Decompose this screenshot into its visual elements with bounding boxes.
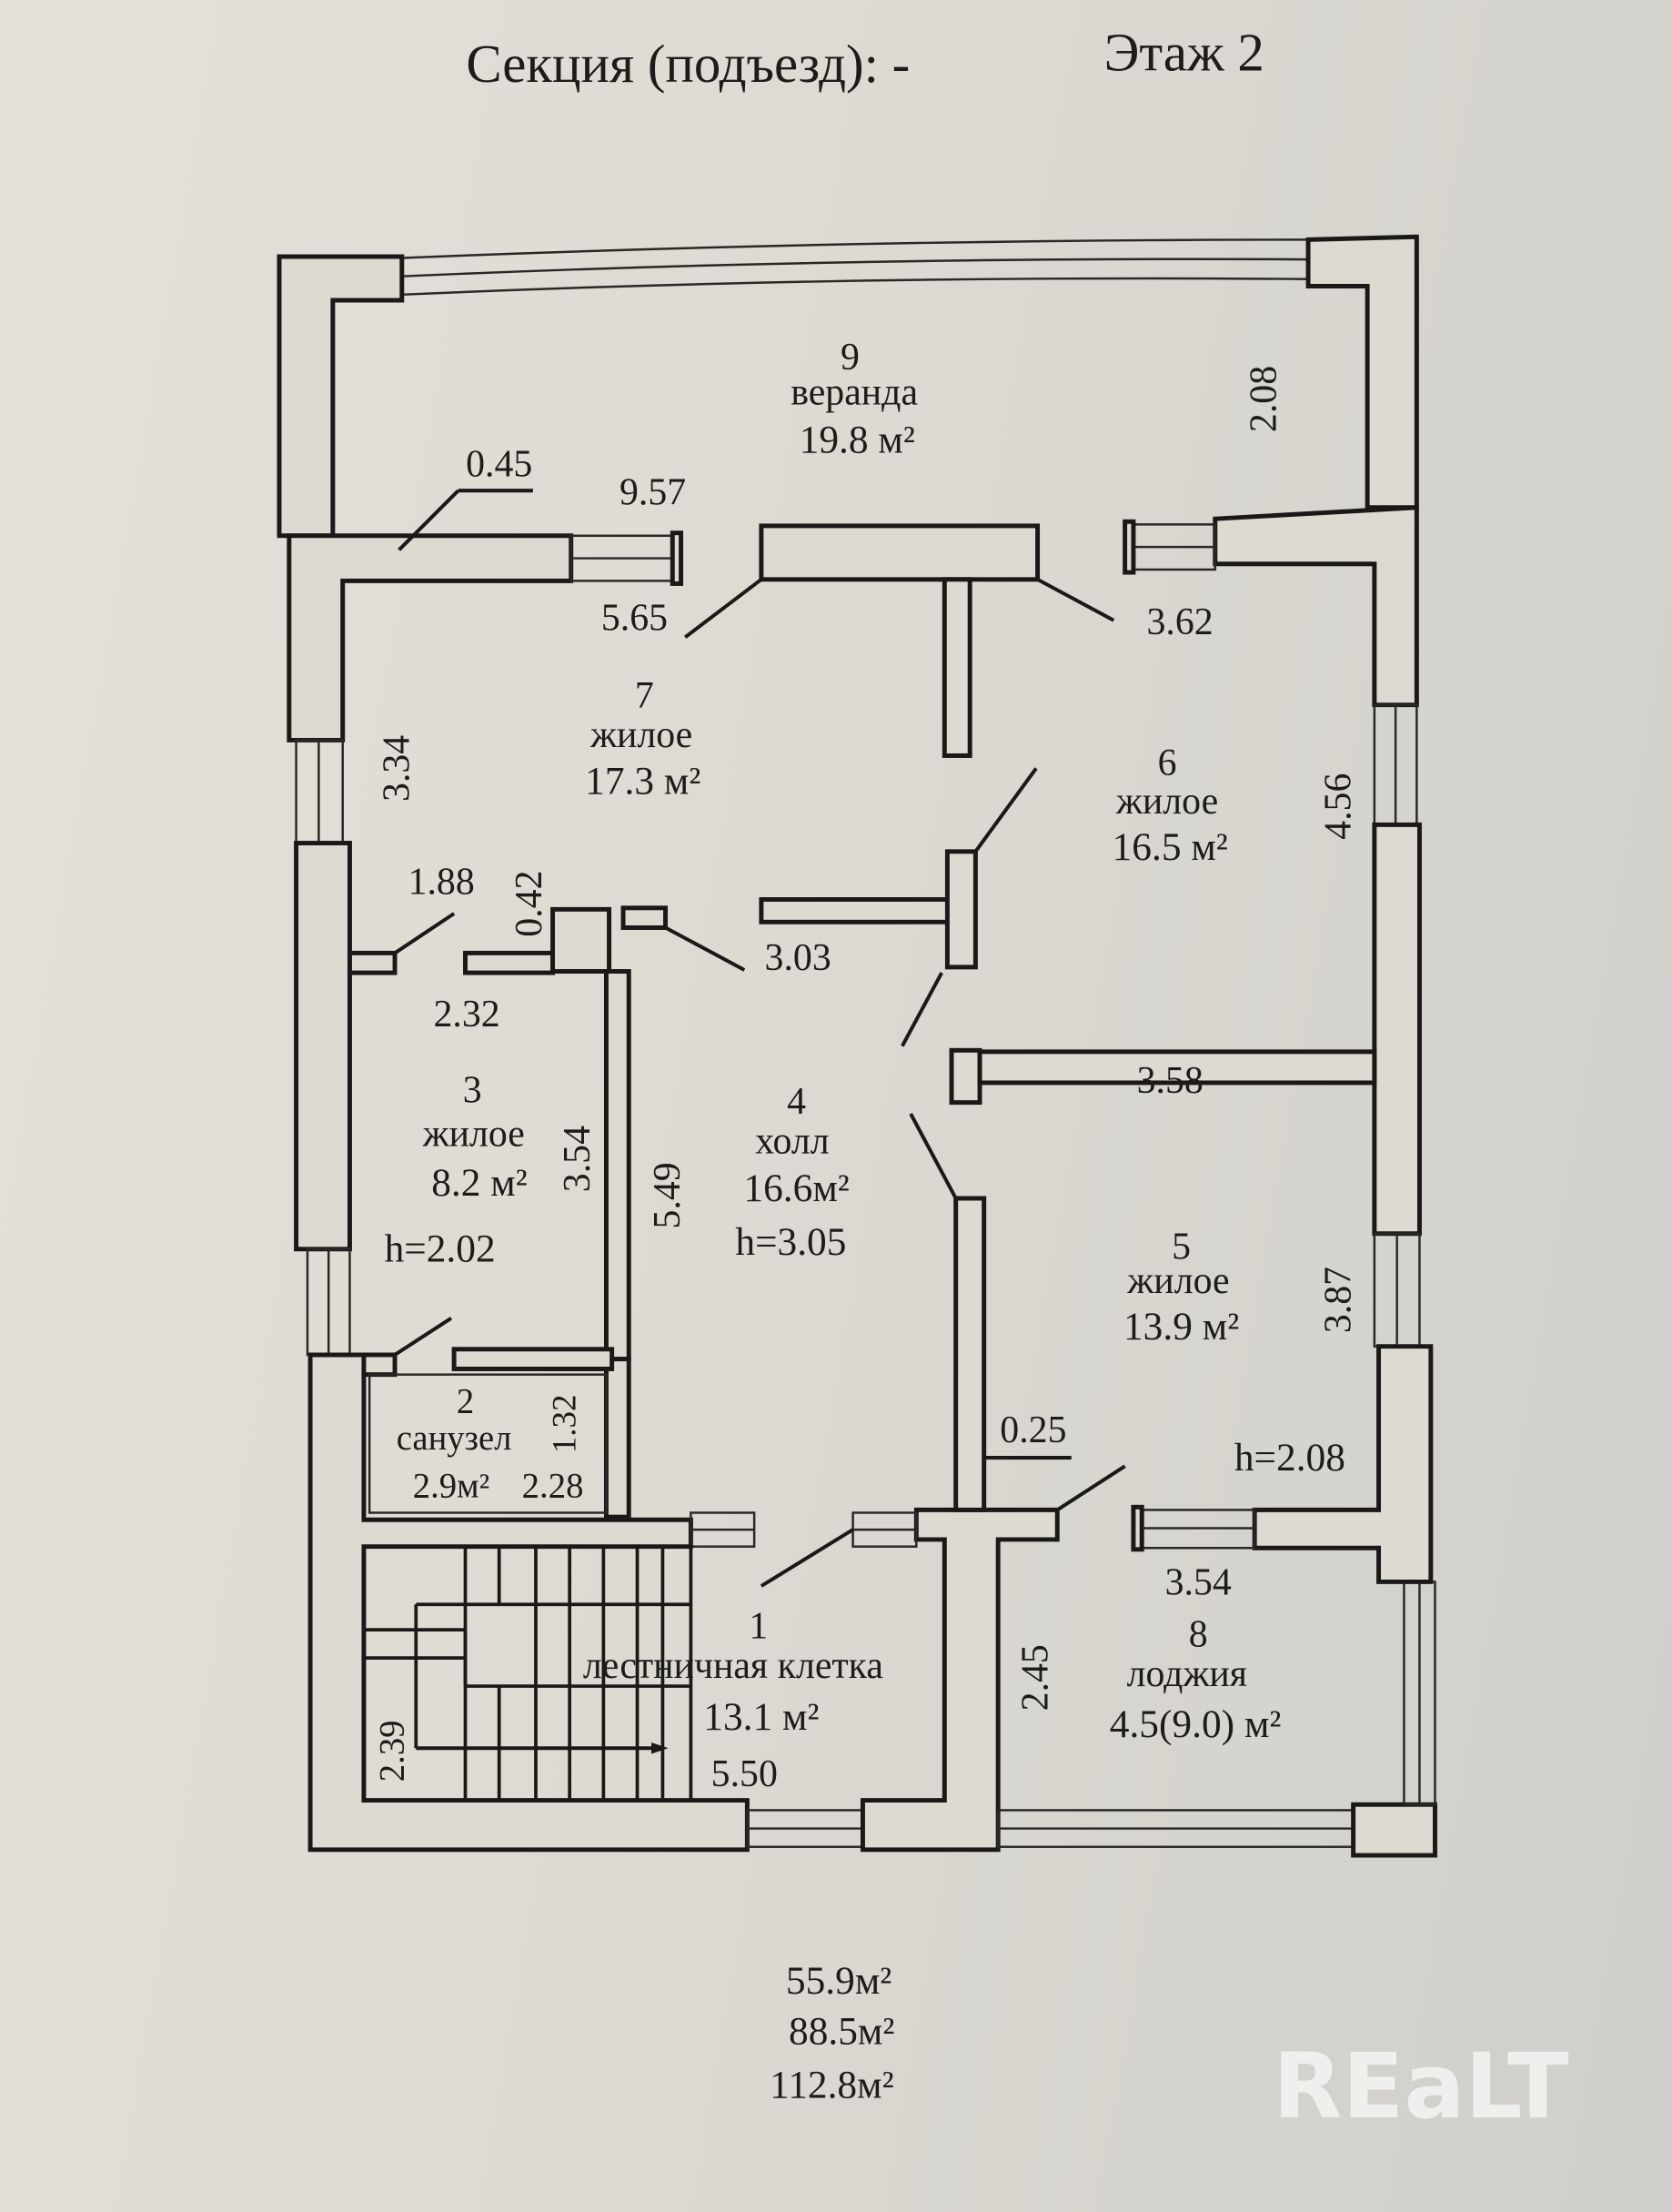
svg-text:1.32: 1.32	[546, 1394, 583, 1453]
svg-text:5.65: 5.65	[601, 598, 668, 640]
svg-text:жилое: жилое	[422, 1114, 525, 1156]
svg-text:2.28: 2.28	[522, 1466, 584, 1505]
svg-text:3.54: 3.54	[1165, 1561, 1232, 1603]
svg-text:4.5(9.0) м²: 4.5(9.0) м²	[1110, 1702, 1282, 1746]
svg-text:3.62: 3.62	[1146, 601, 1213, 643]
room-9-label: 9 веранда 19.8 м²	[791, 337, 918, 461]
svg-text:h=2.08: h=2.08	[1234, 1436, 1345, 1480]
svg-text:холл: холл	[755, 1120, 829, 1162]
svg-text:h=3.05: h=3.05	[735, 1220, 846, 1264]
svg-text:жилое: жилое	[1126, 1260, 1229, 1302]
svg-text:жилое: жилое	[589, 714, 692, 756]
svg-text:3.54: 3.54	[557, 1126, 599, 1192]
svg-text:17.3 м²: 17.3 м²	[585, 759, 700, 803]
svg-text:7: 7	[635, 675, 654, 717]
dimension-labels: 0.45 9.57 5.65 3.62 2.08 3.34 4.56 1.88 …	[372, 366, 1359, 1795]
room-5-label: 5 жилое 13.9 м² h=2.08	[1123, 1227, 1345, 1480]
svg-text:16.5 м²: 16.5 м²	[1113, 825, 1228, 869]
svg-text:жилое: жилое	[1115, 781, 1218, 823]
svg-text:санузел: санузел	[397, 1419, 512, 1458]
svg-text:0.25: 0.25	[1000, 1409, 1066, 1451]
svg-text:5.49: 5.49	[647, 1162, 689, 1228]
svg-text:8: 8	[1189, 1614, 1208, 1656]
room-4-label: 4 холл 16.6м² h=3.05	[735, 1081, 849, 1264]
door-swings	[393, 489, 1126, 1588]
room-6-label: 6 жилое 16.5 м²	[1113, 742, 1228, 869]
room-2-label: 2 санузел 2.9м²	[397, 1381, 512, 1505]
area-totals: 55.9м² 88.5м² 112.8м²	[770, 1959, 894, 2107]
realt-watermark-logo: REaLT	[1273, 2035, 1569, 2139]
staircase	[362, 1544, 693, 1803]
svg-text:2.45: 2.45	[1014, 1644, 1056, 1711]
svg-text:3.03: 3.03	[765, 937, 831, 979]
svg-text:0.42: 0.42	[509, 871, 550, 937]
svg-text:9.57: 9.57	[619, 472, 686, 514]
floor-label: Этаж 2	[1104, 23, 1264, 82]
svg-text:19.8 м²: 19.8 м²	[800, 418, 915, 461]
svg-text:1.88: 1.88	[408, 861, 475, 903]
svg-text:4: 4	[787, 1081, 806, 1123]
room-7-label: 7 жилое 17.3 м²	[585, 675, 700, 803]
svg-text:13.1 м²: 13.1 м²	[703, 1695, 819, 1739]
svg-text:3: 3	[463, 1070, 482, 1112]
veranda-window	[401, 238, 1309, 297]
room-1-label: 1 лестничная клетка 13.1 м²	[583, 1605, 883, 1739]
svg-text:3.87: 3.87	[1318, 1267, 1360, 1333]
svg-text:16.6м²: 16.6м²	[743, 1167, 849, 1210]
svg-text:5.50: 5.50	[711, 1753, 778, 1795]
svg-text:лоджия: лоджия	[1127, 1653, 1247, 1695]
svg-text:3.34: 3.34	[377, 735, 418, 802]
svg-text:2: 2	[457, 1381, 474, 1420]
total-area: 88.5м²	[789, 2010, 894, 2054]
svg-text:веранда: веранда	[791, 372, 918, 414]
exterior-walls	[277, 234, 1437, 1858]
room-8-label: 8 лоджия 4.5(9.0) м²	[1110, 1614, 1282, 1746]
svg-text:3.58: 3.58	[1137, 1060, 1204, 1102]
svg-text:2.08: 2.08	[1243, 366, 1284, 432]
interior-walls	[347, 519, 1377, 1552]
room-3-label: 3 жилое 8.2 м² h=2.02	[385, 1070, 528, 1271]
svg-text:13.9 м²: 13.9 м²	[1123, 1305, 1239, 1348]
svg-text:2.9м²: 2.9м²	[413, 1466, 490, 1505]
svg-text:0.45: 0.45	[466, 444, 532, 486]
svg-text:2.39: 2.39	[372, 1720, 411, 1782]
svg-text:4.56: 4.56	[1318, 773, 1360, 840]
svg-text:5: 5	[1172, 1227, 1191, 1268]
svg-text:9: 9	[841, 337, 860, 379]
svg-text:1: 1	[749, 1605, 768, 1647]
living-area-total: 55.9м²	[786, 1959, 891, 2003]
svg-text:8.2 м²: 8.2 м²	[431, 1161, 528, 1205]
svg-text:лестничная клетка: лестничная клетка	[583, 1645, 883, 1687]
svg-text:h=2.02: h=2.02	[385, 1227, 496, 1271]
section-label: Секция (подъезд): -	[466, 35, 910, 94]
svg-text:2.32: 2.32	[433, 994, 499, 1035]
total-area-with-outdoor: 112.8м²	[770, 2063, 893, 2106]
svg-text:6: 6	[1158, 742, 1177, 784]
